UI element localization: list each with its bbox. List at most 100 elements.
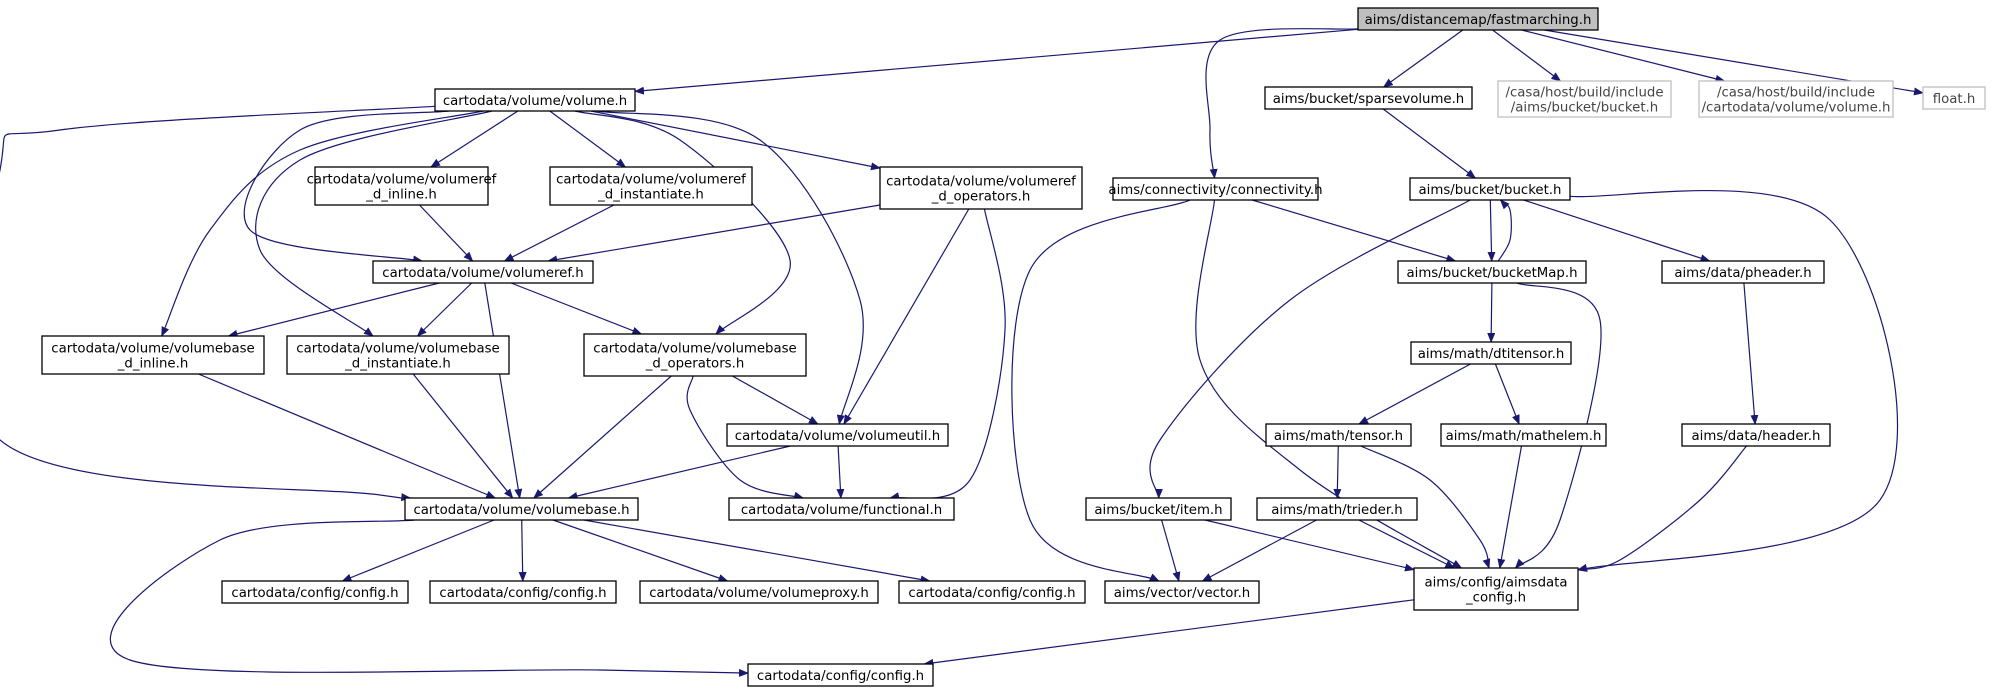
edge-volume-h-to-volumeutil	[596, 110, 864, 425]
node-box	[1410, 341, 1572, 365]
node-vbase-ops[interactable]: cartodata/volume/volumebase_d_operators.…	[583, 333, 807, 377]
node-label: /cartodata/volume/volume.h	[1702, 101, 1891, 116]
node-box	[372, 260, 594, 284]
edge-vref-ops-to-volumeutil	[843, 208, 970, 425]
edge-connectivity-to-bucketmap	[1251, 199, 1457, 263]
node-label: aims/bucket/bucket.h	[1419, 183, 1562, 198]
node-volumeutil[interactable]: cartodata/volume/volumeutil.h	[726, 423, 949, 447]
edge-volumebase-to-config3	[583, 519, 931, 584]
edge-dtitensor-to-mathelem	[1494, 363, 1520, 425]
node-sparsevolume[interactable]: aims/bucket/sparsevolume.h	[1264, 86, 1473, 110]
node-label: aims/math/trieder.h	[1271, 503, 1403, 518]
edge-fastmarching-to-sparsevolume	[1382, 29, 1464, 88]
edge-item-to-vector	[1161, 519, 1181, 582]
node-vref-inst[interactable]: cartodata/volume/volumeref_d_instantiate…	[549, 166, 753, 206]
node-label: aims/vector/vector.h	[1114, 586, 1250, 601]
node-ext-volume[interactable]: /casa/host/build/include/cartodata/volum…	[1698, 80, 1894, 118]
node-box	[404, 497, 639, 521]
node-aimsdata-config[interactable]: aims/config/aimsdata_config.h	[1413, 567, 1579, 611]
node-label: cartodata/config/config.h	[231, 586, 398, 601]
node-volumebase[interactable]: cartodata/volume/volumebase.h	[404, 497, 639, 521]
node-box	[41, 335, 265, 375]
node-vref-inline[interactable]: cartodata/volume/volumeref_d_inline.h	[307, 166, 497, 206]
node-box	[1497, 80, 1672, 118]
node-box	[1085, 497, 1232, 521]
node-config-bottom[interactable]: cartodata/config/config.h	[747, 663, 934, 687]
node-vbase-inline[interactable]: cartodata/volume/volumebase_d_inline.h	[41, 335, 265, 375]
edge-vbase-ops-to-functional	[686, 375, 804, 500]
node-volumeref[interactable]: cartodata/volume/volumeref.h	[372, 260, 594, 284]
node-vref-ops[interactable]: cartodata/volume/volumeref_d_operators.h	[879, 166, 1083, 210]
node-ext-bucket[interactable]: /casa/host/build/include/aims/bucket/buc…	[1497, 80, 1672, 118]
node-label: aims/bucket/item.h	[1094, 503, 1222, 518]
node-box	[726, 423, 949, 447]
node-box	[314, 166, 489, 206]
edge-bucket-h-to-aimsdata-config	[1569, 189, 1899, 572]
node-box	[1413, 567, 1579, 611]
node-header[interactable]: aims/data/header.h	[1681, 423, 1831, 447]
node-dtitensor[interactable]: aims/math/dtitensor.h	[1410, 341, 1572, 365]
edge-volume-h-to-vref-inline	[430, 110, 519, 168]
node-config2[interactable]: cartodata/config/config.h	[429, 580, 617, 604]
node-label: cartodata/config/config.h	[908, 586, 1075, 601]
edge-tensor-to-aimsdata-config	[1360, 445, 1491, 569]
edge-volumeutil-to-functional	[836, 445, 845, 499]
node-item[interactable]: aims/bucket/item.h	[1085, 497, 1232, 521]
edge-vbase-ops-to-volumebase	[533, 375, 672, 499]
node-box	[434, 88, 636, 112]
edge-connectivity-to-vector	[1011, 199, 1191, 582]
node-bucket-h[interactable]: aims/bucket/bucket.h	[1409, 177, 1571, 201]
node-label: _config.h	[1465, 591, 1526, 606]
node-pheader[interactable]: aims/data/pheader.h	[1661, 260, 1825, 284]
node-box	[429, 580, 617, 604]
edge-item-to-aimsdata-config	[1204, 519, 1415, 572]
node-config3[interactable]: cartodata/config/config.h	[898, 580, 1086, 604]
edge-fastmarching-to-ext-volume	[1521, 29, 1726, 83]
node-box	[286, 335, 510, 375]
node-label: cartodata/volume/functional.h	[741, 503, 942, 518]
node-label: /casa/host/build/include	[1717, 86, 1875, 101]
node-vbase-inst[interactable]: cartodata/volume/volumebase_d_instantiat…	[286, 335, 510, 375]
node-label: cartodata/volume/volumeref	[556, 173, 746, 188]
edge-pheader-to-header	[1743, 282, 1759, 425]
node-box	[583, 333, 807, 377]
node-label: cartodata/volume/volumeutil.h	[735, 429, 940, 444]
node-fastmarching[interactable]: aims/distancemap/fastmarching.h	[1357, 7, 1599, 31]
edge-dtitensor-to-tensor	[1358, 363, 1471, 425]
node-box	[898, 580, 1086, 604]
edge-vref-ops-to-volumeref	[547, 204, 881, 264]
node-label: cartodata/volume/volumebase.h	[413, 503, 629, 518]
edge-bucket-h-to-item	[1149, 199, 1471, 499]
edge-volumebase-to-config-bottom	[110, 519, 749, 677]
node-box	[221, 580, 409, 604]
node-bucketmap[interactable]: aims/bucket/bucketMap.h	[1397, 260, 1587, 284]
node-box	[1922, 86, 1986, 110]
node-box	[639, 580, 879, 604]
edge-sparsevolume-to-bucket-h	[1382, 108, 1477, 179]
node-functional[interactable]: cartodata/volume/functional.h	[728, 497, 955, 521]
node-label: aims/distancemap/fastmarching.h	[1365, 13, 1592, 28]
node-tensor[interactable]: aims/math/tensor.h	[1265, 423, 1412, 447]
edge-volume-h-to-vbase-inline	[161, 110, 484, 337]
node-config1[interactable]: cartodata/config/config.h	[221, 580, 409, 604]
node-float-h[interactable]: float.h	[1922, 86, 1986, 110]
node-connectivity[interactable]: aims/connectivity/connectivity.h	[1108, 177, 1323, 201]
node-box	[1104, 580, 1260, 604]
node-box	[1265, 423, 1412, 447]
node-box	[1698, 80, 1894, 118]
node-label: _d_instantiate.h	[597, 188, 704, 203]
node-volumeproxy[interactable]: cartodata/volume/volumeproxy.h	[639, 580, 879, 604]
node-mathelem[interactable]: aims/math/mathelem.h	[1440, 423, 1607, 447]
node-label: aims/bucket/bucketMap.h	[1407, 266, 1578, 281]
node-label: _d_instantiate.h	[344, 357, 451, 372]
node-trieder[interactable]: aims/math/trieder.h	[1256, 497, 1418, 521]
node-label: float.h	[1933, 92, 1976, 107]
node-label: aims/bucket/sparsevolume.h	[1273, 92, 1465, 107]
edge-bucketmap-to-dtitensor	[1487, 282, 1496, 343]
node-volume-h[interactable]: cartodata/volume/volume.h	[434, 88, 636, 112]
node-vector[interactable]: aims/vector/vector.h	[1104, 580, 1260, 604]
edge-vref-inline-to-volumeref	[419, 204, 474, 262]
node-label: cartodata/config/config.h	[757, 669, 924, 684]
edge-connectivity-to-aimsdata-config	[1195, 199, 1463, 569]
